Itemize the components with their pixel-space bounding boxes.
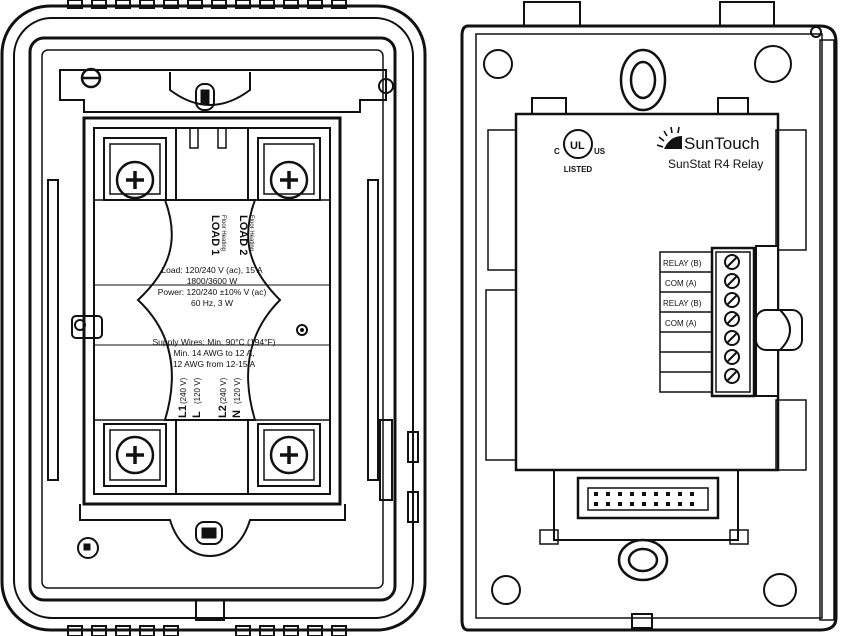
brand-name: SunTouch — [684, 134, 760, 153]
top-vent-slots — [67, 0, 347, 9]
terminal-label-1: RELAY (B) — [663, 259, 702, 268]
terminal-label-box — [659, 251, 713, 393]
supply-wires-line2: Min. 14 AWG to 12 A, — [174, 348, 255, 358]
top-keyhole-slot — [195, 83, 215, 111]
ul-listed-text: LISTED — [564, 165, 593, 174]
terminal-screw-bottom-right — [257, 423, 321, 487]
top-oval-slot — [619, 48, 667, 112]
terminal-strip-screws — [724, 254, 740, 384]
side-connector-knob — [755, 309, 803, 351]
outer-housing — [0, 4, 427, 632]
bottom-oval-slot — [617, 538, 669, 582]
load-2-label-group: LOAD 2 Floor Heating — [237, 215, 254, 255]
l1-label: L1 — [177, 405, 189, 418]
ul-us-text: US — [594, 147, 606, 156]
rear-housing — [460, 24, 838, 632]
indicator-dot — [296, 324, 308, 336]
l-voltage: (120 V) — [193, 377, 202, 404]
bottom-mount-hole — [77, 537, 99, 559]
ul-c-text: C — [554, 147, 560, 156]
bottom-mount-bracket — [79, 504, 346, 558]
center-barrier — [136, 199, 282, 421]
spec-power-line2: 60 Hz, 3 W — [191, 298, 233, 308]
ul-mark-text: UL — [570, 140, 585, 152]
n-label: N — [231, 410, 243, 418]
terminal-block — [82, 116, 342, 506]
terminal-label-3: RELAY (B) — [663, 299, 702, 308]
terminal-screw-top-right — [257, 137, 321, 201]
load-1-label-group: LOAD 1 Floor Heating — [209, 215, 226, 255]
spec-load-line2: 1800/3600 W — [187, 276, 238, 286]
front-view-unit — [0, 0, 427, 636]
n-voltage: (120 V) — [233, 377, 242, 404]
left-latch — [71, 315, 103, 339]
l2-terminal-label: L2 (240 V) — [217, 377, 229, 418]
terminal-screw-bottom-left — [103, 423, 167, 487]
terminal-label-2: COM (A) — [665, 279, 697, 288]
supply-wires-line3: 12 AWG from 12-15 A — [173, 359, 256, 369]
load-2-label: LOAD 2 — [237, 215, 249, 255]
l2-label: L2 — [217, 405, 229, 418]
top-mount-bracket — [59, 69, 387, 113]
rear-view-unit — [460, 1, 838, 632]
bottom-keyhole-slot — [195, 521, 223, 545]
l-terminal-label: L (120 V) — [191, 377, 203, 418]
spec-power-line1: Power: 120/240 ±10% V (ac) — [158, 287, 267, 297]
model-name: SunStat R4 Relay — [668, 157, 763, 171]
l1-terminal-label: L1 (240 V) — [177, 377, 189, 418]
top-right-mount-hole — [754, 45, 792, 83]
l1-voltage: (240 V) — [179, 377, 188, 404]
ul-listed-mark — [563, 129, 593, 159]
terminal-screw-top-left — [103, 137, 167, 201]
terminal-label-4: COM (A) — [665, 319, 697, 328]
load-1-label: LOAD 1 — [209, 215, 221, 255]
spec-load-line1: Load: 120/240 V (ac), 15 A — [161, 265, 262, 275]
load-1-sublabel: Floor Heating — [220, 215, 226, 251]
suntouch-sun-icon — [656, 126, 680, 148]
corner-screw-hole — [810, 26, 822, 38]
ribbon-connector — [576, 476, 720, 520]
l-label: L — [191, 411, 203, 418]
outer-housing-inner-edge — [13, 17, 414, 619]
l2-voltage: (240 V) — [219, 377, 228, 404]
n-terminal-label: N (120 V) — [231, 377, 243, 418]
top-mount-screw — [80, 67, 102, 89]
load-2-sublabel: Floor Heating — [248, 215, 254, 251]
supply-wires-line1: Supply Wires: Min. 90°C (194°F) — [152, 337, 275, 347]
top-left-mount-hole — [483, 49, 513, 79]
